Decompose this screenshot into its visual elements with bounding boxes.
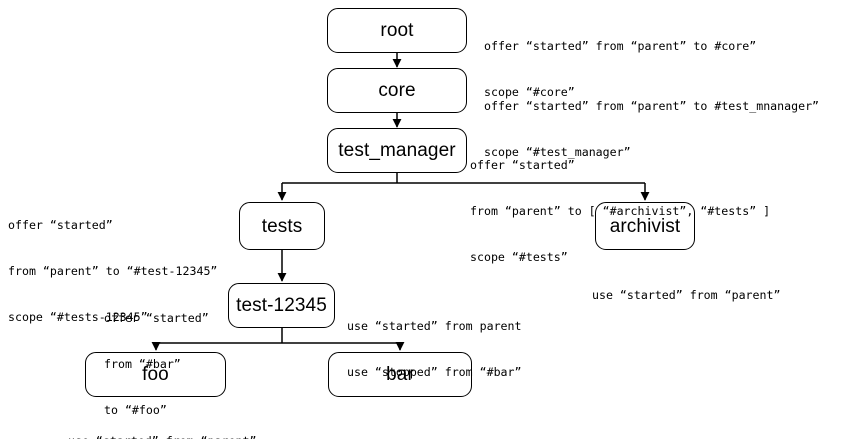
annotation-test-manager: offer “started” from “parent” to [ “#arc… bbox=[470, 128, 770, 295]
annotation-line: from “#bar” bbox=[104, 357, 181, 372]
node-core[interactable]: core bbox=[327, 68, 467, 113]
annotation-line: offer “started” from “parent” to #core” bbox=[484, 39, 757, 54]
node-label: bar bbox=[386, 364, 414, 385]
node-bar[interactable]: bar bbox=[328, 352, 472, 397]
node-root[interactable]: root bbox=[327, 8, 467, 53]
node-foo[interactable]: foo bbox=[85, 352, 226, 397]
annotation-line: offer “started” bbox=[8, 218, 113, 233]
edge-test-12345-to-children bbox=[151, 328, 405, 351]
edge-test-manager-to-children bbox=[277, 173, 650, 201]
annotation-line: scope “#tests” bbox=[470, 249, 568, 264]
annotation-line: use “started” from parent bbox=[347, 319, 522, 334]
node-test-12345[interactable]: test-12345 bbox=[228, 283, 335, 328]
annotation-archivist: use “started” from “parent” bbox=[592, 258, 780, 334]
node-test-manager[interactable]: test_manager bbox=[327, 128, 467, 173]
annotation-line: scope “#core” bbox=[484, 85, 575, 100]
annotation-line: scope “#test_manager” bbox=[484, 145, 631, 160]
annotation-line: offer “started” bbox=[470, 158, 575, 173]
node-label: test-12345 bbox=[236, 295, 327, 316]
node-label: foo bbox=[142, 364, 169, 385]
node-tests[interactable]: tests bbox=[239, 202, 325, 250]
node-label: test_manager bbox=[338, 140, 456, 161]
annotation-root: offer “started” from “parent” to #core” … bbox=[484, 9, 756, 131]
annotation-test-12345-left: offer “started” from “#bar” to “#foo” bbox=[104, 281, 209, 439]
annotation-core: offer “started” from “parent” to #test_m… bbox=[484, 69, 819, 191]
annotation-line: offer “started” from “parent” to #test_m… bbox=[484, 99, 820, 114]
node-label: tests bbox=[261, 215, 303, 237]
annotation-line: scope “#tests-12345” bbox=[8, 309, 148, 324]
annotation-test-12345-right: use “started” from parent use “stopped” … bbox=[347, 289, 522, 411]
annotation-line: to “#foo” bbox=[104, 402, 167, 417]
annotation-line: from “parent” to [ “#archivist”, “#tests… bbox=[470, 204, 771, 219]
node-label: core bbox=[378, 80, 416, 101]
annotation-line: offer “started” bbox=[104, 311, 209, 326]
node-label: archivist bbox=[609, 215, 681, 237]
annotation-tests: offer “started” from “parent” to “#test-… bbox=[8, 188, 217, 355]
annotation-line: use “started” from “parent” bbox=[68, 434, 256, 439]
annotation-line: use “stopped” from “#bar” bbox=[347, 365, 522, 380]
annotation-foo: use “started” from “parent” bbox=[68, 404, 256, 439]
annotation-line: from “parent” to “#test-12345” bbox=[8, 264, 218, 279]
node-archivist[interactable]: archivist bbox=[595, 202, 695, 250]
annotation-line: use “started” from “parent” bbox=[592, 288, 781, 303]
node-label: root bbox=[380, 20, 414, 41]
